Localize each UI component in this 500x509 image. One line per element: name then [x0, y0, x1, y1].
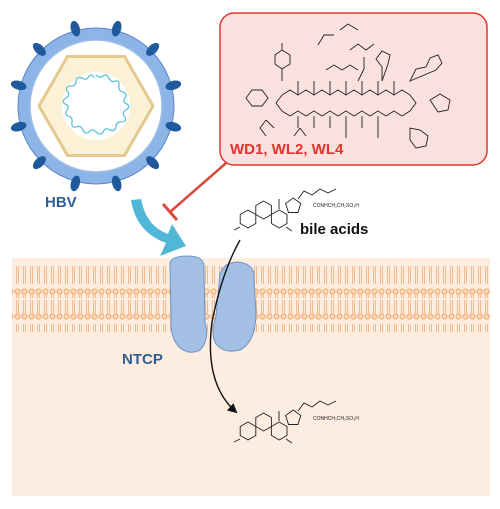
inhibition-symbol [161, 156, 234, 221]
taurine-substituent-top: CONHCH₂CH₂SO₃H [313, 203, 359, 209]
steroid-ring [270, 209, 288, 229]
envelope-spike [111, 20, 122, 37]
envelope-spike [10, 121, 27, 132]
steroid-ring [239, 421, 257, 441]
hydroxyl-bonds [233, 199, 293, 232]
envelope-spike [10, 80, 27, 91]
steroid-ring [239, 209, 257, 229]
steroid-ring [285, 409, 302, 425]
bile-acid-transport-arrow [209, 239, 241, 414]
cyclic-peptide-structure [245, 23, 451, 149]
taurine-substituent-bottom: CONHCH₂CH₂SO₃H [313, 416, 359, 422]
capsid-core [62, 72, 130, 140]
steroid-ring [285, 197, 302, 213]
steroid-ring [270, 421, 288, 441]
envelope-spike [165, 121, 182, 132]
bile-acids-label: bile acids [300, 221, 369, 238]
ntcp-right-lobe [212, 261, 257, 352]
envelope-spike [32, 156, 46, 170]
inhibitor-peptides-label: WD1, WL2, WL4 [230, 141, 344, 158]
bile-acid-structure-bottom [233, 400, 337, 444]
side-chain [297, 400, 337, 412]
envelope-proteins [10, 20, 182, 192]
envelope-spike [146, 156, 160, 170]
envelope-spike [32, 42, 46, 56]
hbv-virion [17, 27, 175, 185]
peptide-inhibitor-box [219, 12, 488, 166]
steroid-ring [255, 200, 272, 220]
bile-acid-structure-top [233, 188, 337, 232]
ntcp-label: NTCP [122, 351, 163, 368]
side-chain [297, 188, 337, 200]
hbv-entry-arrow [131, 199, 186, 256]
ntcp-transporter [169, 255, 257, 353]
ntcp-left-lobe [169, 255, 208, 353]
hbv-label: HBV [45, 194, 77, 211]
envelope-spike [70, 175, 81, 192]
envelope-spike [111, 175, 122, 192]
envelope-spike [165, 80, 182, 91]
envelope-spike [146, 42, 160, 56]
envelope-spike [70, 20, 81, 37]
hydroxyl-bonds [233, 411, 293, 444]
viral-genome [62, 74, 130, 135]
